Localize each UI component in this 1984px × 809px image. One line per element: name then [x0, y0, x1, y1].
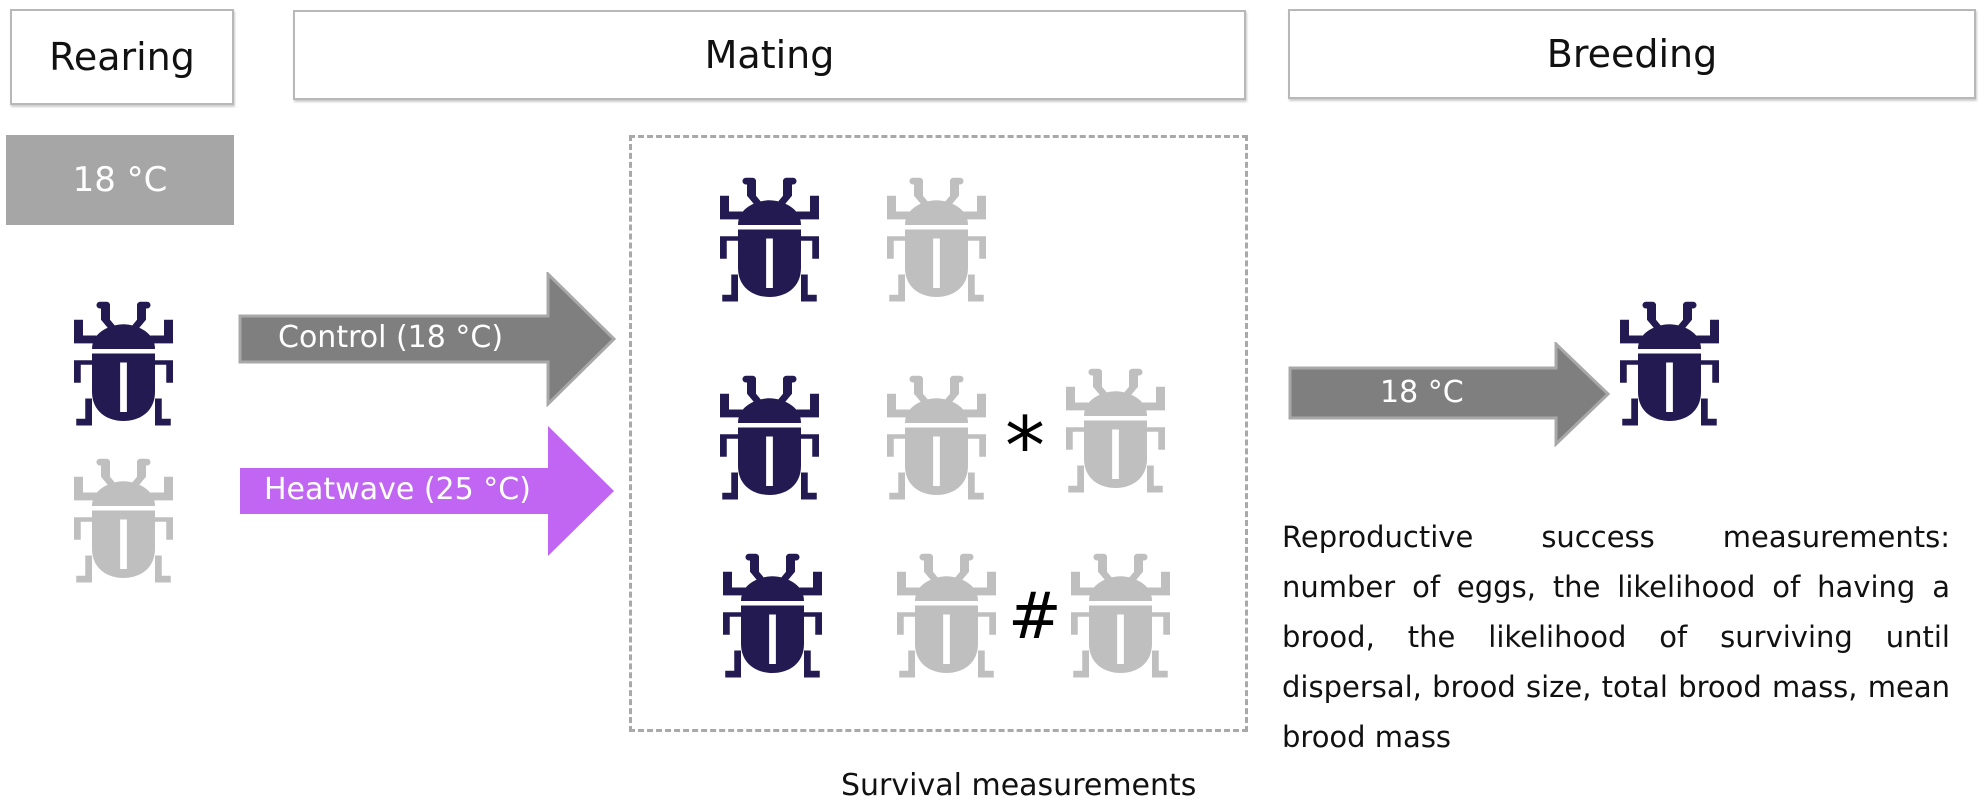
hash-symbol: #: [1008, 580, 1062, 654]
rearing-header: Rearing: [10, 9, 234, 105]
beetle-icon: [879, 369, 994, 504]
survival-measurements-label: Survival measurements: [841, 768, 1197, 803]
beetle-icon: [1058, 362, 1173, 497]
rearing-temperature: 18 °C: [6, 135, 234, 225]
beetle-icon: [712, 171, 827, 306]
mating-pairs-box: [629, 135, 1248, 732]
beetle-icon: [1063, 547, 1178, 682]
beetle-icon: [712, 369, 827, 504]
beetle-icon: [715, 547, 830, 682]
heatwave-arrow: Heatwave (25 °C): [238, 424, 618, 559]
breeding-header: Breeding: [1288, 9, 1976, 99]
beetle-icon: [889, 547, 1004, 682]
reproductive-success-text: Reproductive success measurements: numbe…: [1282, 520, 1950, 754]
heatwave-arrow-label: Heatwave (25 °C): [264, 472, 531, 507]
asterisk-symbol: *: [1005, 400, 1045, 493]
male-beetle-icon: [66, 452, 181, 587]
female-beetle-icon: [66, 295, 181, 430]
breeding-arrow-label: 18 °C: [1380, 375, 1464, 410]
control-arrow: Control (18 °C): [238, 272, 618, 407]
breeding-arrow: 18 °C: [1288, 342, 1613, 447]
control-arrow-label: Control (18 °C): [278, 320, 504, 355]
beetle-icon: [879, 171, 994, 306]
offspring-beetle-icon: [1612, 295, 1727, 430]
mating-header: Mating: [293, 10, 1246, 100]
